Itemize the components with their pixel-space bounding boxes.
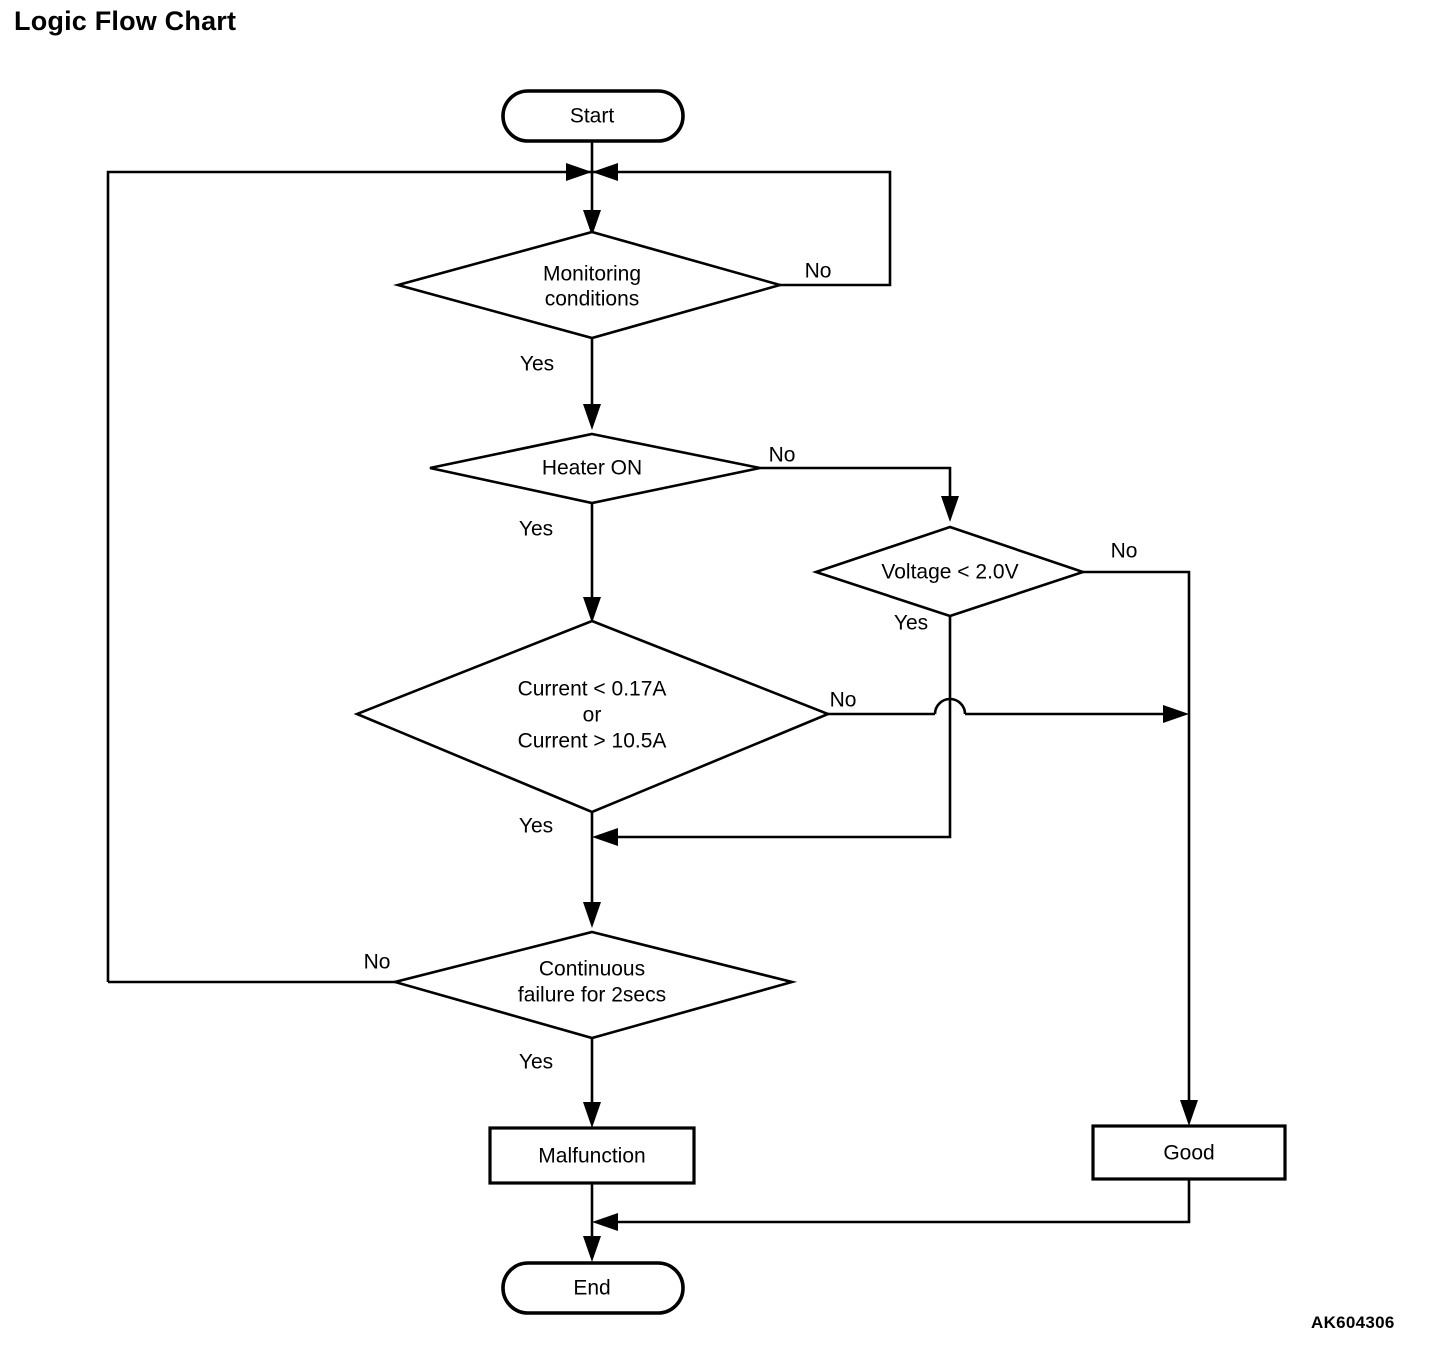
node-monitoring-label-line2: conditions [545,288,640,311]
edge-label-voltage-no: No [1111,540,1138,563]
edge-voltage-yes-to-current-yes [592,616,952,846]
node-heater-label: Heater ON [542,457,642,480]
edge-start-to-junction [583,141,601,236]
node-continuous[interactable]: Continuous failure for 2secs [389,930,798,1040]
edge-label-heater-no: No [769,444,796,467]
node-good-label: Good [1163,1142,1214,1165]
node-voltage-label: Voltage < 2.0V [881,561,1018,584]
edge-label-voltage-yes: Yes [894,612,928,635]
edge-current-no-to-good [828,697,1189,723]
node-current[interactable]: Current < 0.17A or Current > 10.5A [353,619,832,814]
page-title: Logic Flow Chart [14,6,237,36]
node-monitoring[interactable]: Monitoring conditions [393,230,785,340]
edge-voltage-no-to-good [1083,570,1198,1126]
edge-label-continuous-no: No [364,951,391,974]
node-continuous-label-line1: Continuous [539,958,645,981]
node-heater[interactable]: Heater ON [429,432,761,505]
edge-monitoring-yes-to-heater [583,338,601,430]
edge-continuous-yes-to-malfunction [583,1038,601,1128]
edge-current-yes-to-continuous [583,812,601,928]
figure-id-label: AK604306 [1311,1313,1395,1332]
node-end-label: End [573,1277,610,1300]
edge-label-monitoring-yes: Yes [520,353,554,376]
node-start[interactable]: Start [501,89,685,143]
node-voltage[interactable]: Voltage < 2.0V [811,525,1088,618]
node-current-label-line3: Current > 10.5A [518,730,667,753]
node-monitoring-label-line1: Monitoring [543,263,641,286]
node-malfunction[interactable]: Malfunction [488,1126,696,1185]
edge-label-heater-yes: Yes [519,518,553,541]
edge-label-monitoring-no: No [805,260,832,283]
node-current-label-line1: Current < 0.17A [518,678,667,701]
edge-malfunction-to-end [583,1183,601,1262]
edge-heater-yes-to-current [583,503,601,623]
node-continuous-label-line2: failure for 2secs [518,984,666,1007]
edge-label-current-no: No [830,689,857,712]
edge-label-current-yes: Yes [519,815,553,838]
edge-label-continuous-yes: Yes [519,1051,553,1074]
node-good[interactable]: Good [1091,1124,1287,1181]
edge-heater-no-to-voltage [760,466,959,522]
node-current-label-line2: or [583,704,602,727]
node-malfunction-label: Malfunction [538,1145,645,1168]
edge-loop-junction-bar [106,163,892,982]
node-end[interactable]: End [501,1261,685,1315]
node-start-label: Start [570,105,615,128]
edge-good-to-end-trunk [592,1179,1191,1231]
